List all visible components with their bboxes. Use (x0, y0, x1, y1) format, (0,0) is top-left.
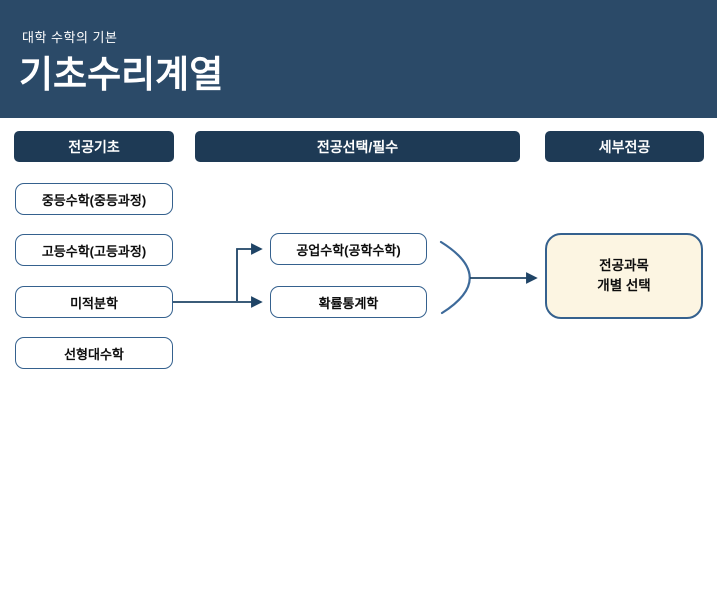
column-header-detail-label: 세부전공 (598, 138, 651, 155)
connector-calculus-to-engineering-math (236, 243, 263, 301)
course-label: 확률통계학 (318, 295, 379, 311)
course-box-calculus: 미적분학 (15, 286, 173, 318)
course-label: 고등수학(고등과정) (41, 243, 147, 259)
slide-title: 기초수리계열 (19, 54, 224, 95)
course-label: 선형대수학 (64, 346, 124, 362)
course-label: 미적분학 (70, 295, 118, 311)
course-box-middle-school-math: 중등수학(중등과정) (15, 183, 173, 215)
course-box-linear-algebra: 선형대수학 (15, 337, 173, 369)
course-box-probability-statistics: 확률통계학 (270, 286, 427, 318)
column-header-basic-label: 전공기초 (68, 138, 120, 155)
course-box-high-school-math: 고등수학(고등과정) (15, 234, 173, 266)
detail-course-box: 전공과목 개별 선택 (545, 233, 703, 319)
detail-course-line1: 전공과목 (599, 257, 649, 273)
course-label: 중등수학(중등과정) (41, 192, 147, 208)
column-header-detail: 세부전공 (545, 131, 704, 162)
course-box-engineering-math: 공업수학(공학수학) (270, 233, 427, 265)
group-arc (439, 240, 471, 315)
column-header-elective: 전공선택/필수 (195, 131, 520, 162)
detail-course-line2: 개별 선택 (597, 278, 651, 293)
course-label: 공업수학(공학수학) (296, 242, 401, 258)
slide-subtitle: 대학 수학의 기본 (22, 30, 118, 45)
column-header-elective-label: 전공선택/필수 (316, 138, 399, 155)
slide-header: 대학 수학의 기본 기초수리계열 (0, 0, 717, 118)
column-header-basic: 전공기초 (14, 131, 174, 162)
